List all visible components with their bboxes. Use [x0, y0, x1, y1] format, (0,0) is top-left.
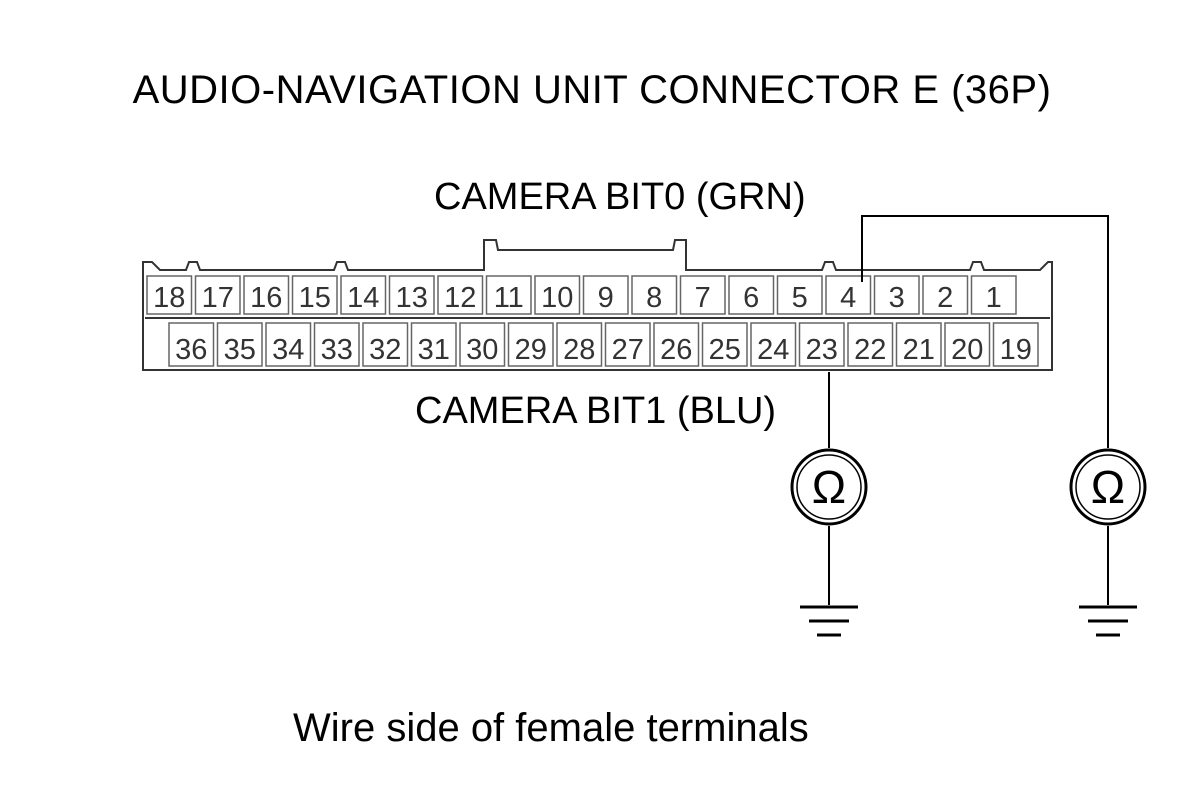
terminal-number-28: 28	[563, 334, 595, 366]
terminal-number-7: 7	[695, 282, 711, 314]
terminal-number-5: 5	[792, 282, 808, 314]
terminal-cell-4	[825, 275, 872, 315]
terminal-cell-34	[265, 322, 312, 367]
wiring	[828, 215, 1109, 605]
terminal-number-27: 27	[612, 334, 644, 366]
terminal-cell-33	[313, 322, 360, 367]
terminal-number-8: 8	[646, 282, 662, 314]
terminal-number-15: 15	[299, 282, 331, 314]
terminal-cell-29	[507, 322, 554, 367]
terminal-number-19: 19	[1000, 334, 1032, 366]
terminal-cell-32	[362, 322, 409, 367]
footer-note: Wire side of female terminals	[293, 706, 809, 750]
terminal-number-35: 35	[224, 334, 256, 366]
terminal-number-16: 16	[250, 282, 282, 314]
terminal-number-23: 23	[806, 334, 838, 366]
terminal-number-21: 21	[903, 334, 935, 366]
terminal-cell-16	[243, 275, 290, 315]
terminal-number-29: 29	[515, 334, 547, 366]
terminal-cell-28	[556, 322, 603, 367]
ohmmeter-left: Ω	[790, 448, 868, 526]
terminal-cell-13	[388, 275, 435, 315]
terminal-cell-1	[970, 275, 1017, 315]
ohm-symbol-left: Ω	[812, 461, 846, 513]
terminal-cell-17	[194, 275, 241, 315]
terminal-number-26: 26	[660, 334, 692, 366]
terminal-number-12: 12	[444, 282, 476, 314]
terminal-cell-9	[582, 275, 629, 315]
terminal-number-36: 36	[175, 334, 207, 366]
terminal-cell-2	[922, 275, 969, 315]
terminal-cell-26	[653, 322, 700, 367]
terminal-cell-7	[679, 275, 726, 315]
ohmmeter-right: Ω	[1069, 448, 1147, 526]
terminal-number-2: 2	[937, 282, 953, 314]
terminal-cell-30	[459, 322, 506, 367]
terminal-cell-25	[701, 322, 748, 367]
terminal-cell-5	[776, 275, 823, 315]
ground-icon-right	[1079, 605, 1137, 637]
terminal-number-13: 13	[396, 282, 428, 314]
terminal-cell-21	[895, 322, 942, 367]
terminal-number-22: 22	[854, 334, 886, 366]
terminal-cell-22	[847, 322, 894, 367]
terminal-number-17: 17	[202, 282, 234, 314]
terminal-cell-19	[992, 322, 1039, 367]
connector-housing	[142, 239, 1053, 371]
terminal-cell-20	[944, 322, 991, 367]
terminal-number-18: 18	[153, 282, 185, 314]
terminal-number-4: 4	[840, 282, 856, 314]
terminal-cell-27	[604, 322, 651, 367]
terminal-number-34: 34	[272, 334, 304, 366]
terminal-number-9: 9	[598, 282, 614, 314]
terminal-number-30: 30	[466, 334, 498, 366]
terminal-cell-6	[728, 275, 775, 315]
terminal-number-33: 33	[321, 334, 353, 366]
terminal-cell-23	[798, 322, 845, 367]
terminal-number-20: 20	[951, 334, 983, 366]
terminal-cell-8	[631, 275, 678, 315]
connector-bottom-row: 36 35 34 33 32 31 30 29 28 27 26 25 24 23 22 21 20 19	[168, 322, 1039, 367]
terminal-number-3: 3	[889, 282, 905, 314]
terminal-cell-12	[437, 275, 484, 315]
terminal-number-32: 32	[369, 334, 401, 366]
ground-icon-left	[800, 605, 858, 637]
terminal-number-24: 24	[757, 334, 789, 366]
terminal-number-31: 31	[418, 334, 450, 366]
diagram-title: AUDIO-NAVIGATION UNIT CONNECTOR E (36P)	[132, 68, 1052, 112]
terminal-cell-10	[534, 275, 581, 315]
terminal-number-11: 11	[494, 282, 524, 314]
terminal-cell-3	[873, 275, 920, 315]
terminal-cell-11	[485, 275, 532, 315]
label-camera-bit1: CAMERA BIT1 (BLU)	[415, 390, 777, 432]
terminal-number-14: 14	[347, 282, 379, 314]
ohm-symbol-right: Ω	[1091, 461, 1125, 513]
terminal-cell-35	[216, 322, 263, 367]
terminal-number-25: 25	[709, 334, 741, 366]
terminal-cell-36	[168, 322, 215, 367]
terminal-number-6: 6	[743, 282, 759, 314]
terminal-cell-18	[146, 275, 193, 315]
terminal-cell-15	[291, 275, 338, 315]
terminal-cell-24	[750, 322, 797, 367]
terminal-cell-31	[410, 322, 457, 367]
terminal-cell-14	[340, 275, 387, 315]
terminal-number-10: 10	[541, 282, 573, 314]
terminal-number-1: 1	[986, 282, 1002, 314]
label-camera-bit0: CAMERA BIT0 (GRN)	[434, 176, 806, 218]
